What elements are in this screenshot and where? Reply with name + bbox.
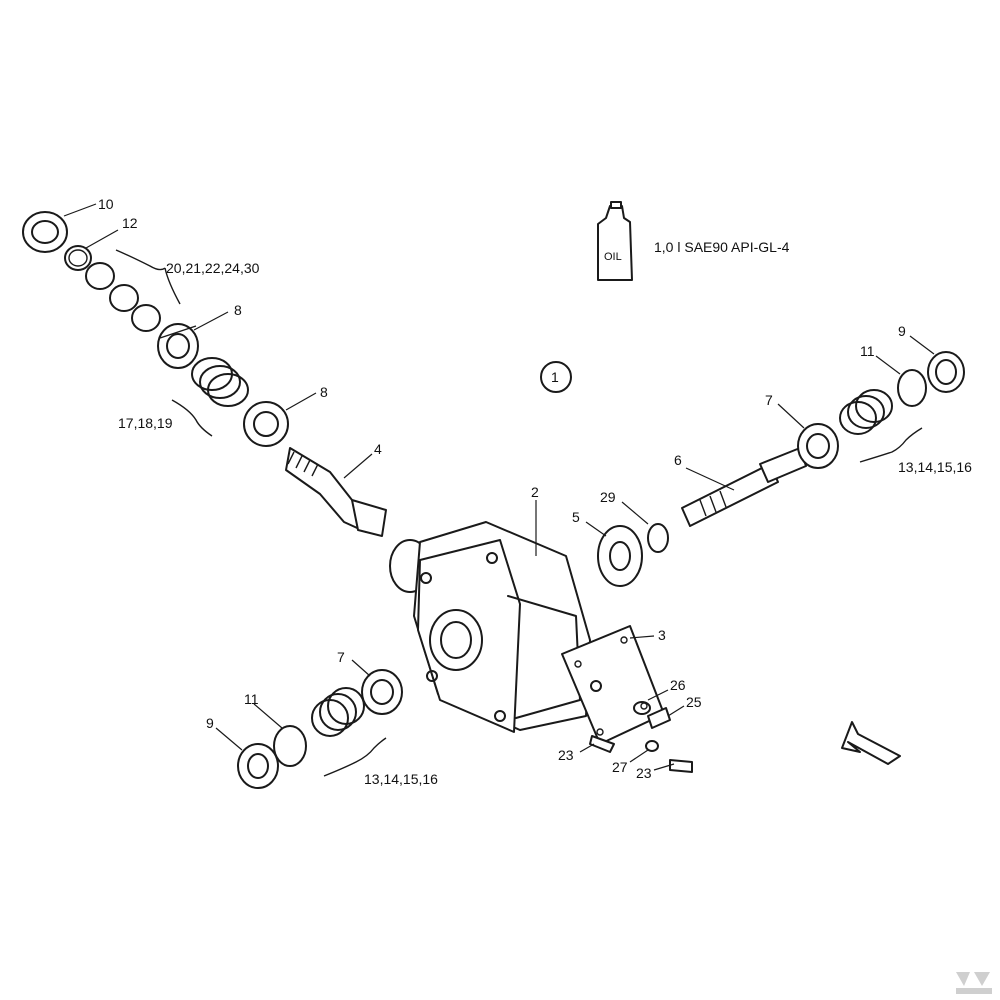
part-20-30-shims	[85, 262, 161, 332]
part-13-16-springs-left	[311, 687, 365, 737]
label-7-right: 7	[765, 392, 773, 408]
label-17-19: 17,18,19	[118, 415, 173, 431]
part-7-bearing-left	[361, 669, 403, 715]
part-8-bearing-lower	[243, 401, 289, 447]
part-8-bearing-upper	[157, 323, 199, 369]
label-9-right: 9	[898, 323, 906, 339]
label-27: 27	[612, 759, 628, 775]
part-11-circlip-right	[897, 369, 927, 407]
label-6: 6	[674, 452, 682, 468]
part-4-pinion-shaft	[285, 447, 387, 537]
part-27-washer	[645, 740, 659, 752]
part-7-bearing-right	[797, 423, 839, 469]
part-23-bolt-b	[669, 759, 693, 773]
part-17-19-springs	[191, 357, 249, 407]
part-2-housing	[389, 521, 591, 733]
part-23-bolt-a	[589, 735, 615, 753]
part-25-bolt	[647, 707, 671, 729]
label-8-lower: 8	[320, 384, 328, 400]
part-9-seal-left	[237, 743, 279, 789]
label-4: 4	[374, 441, 382, 457]
label-23-b: 23	[636, 765, 652, 781]
oil-spec-text: 1,0 l SAE90 API-GL-4	[654, 239, 790, 255]
label-10: 10	[98, 196, 114, 212]
label-9-left: 9	[206, 715, 214, 731]
part-5-bevel-gear	[597, 525, 643, 587]
label-5: 5	[572, 509, 580, 525]
brand-logo-icon	[956, 972, 992, 994]
label-29: 29	[600, 489, 616, 505]
label-8-upper: 8	[234, 302, 242, 318]
part-13-16-springs-right	[839, 389, 893, 435]
part-9-seal-right	[927, 351, 965, 393]
label-11-right: 11	[860, 343, 875, 359]
arrow-up-left-icon	[841, 721, 901, 765]
label-3: 3	[658, 627, 666, 643]
label-12: 12	[122, 215, 138, 231]
label-13-16-left: 13,14,15,16	[364, 771, 438, 787]
label-2: 2	[531, 484, 539, 500]
label-7-left: 7	[337, 649, 345, 665]
part-10-seal	[22, 211, 68, 253]
label-11-left: 11	[244, 691, 259, 707]
label-25: 25	[686, 694, 702, 710]
label-26: 26	[670, 677, 686, 693]
assembly-number-circle	[540, 361, 572, 393]
part-29-circlip	[647, 523, 669, 553]
part-12-circlip	[64, 245, 92, 271]
part-11-circlip-left	[273, 725, 307, 767]
label-23-a: 23	[558, 747, 574, 763]
oil-bottle-label: OIL	[604, 251, 622, 263]
part-26-washer	[633, 701, 651, 715]
label-13-16-right: 13,14,15,16	[898, 459, 972, 475]
label-1: 1	[551, 369, 559, 385]
oil-bottle-icon: OIL	[597, 201, 633, 281]
part-6-shaft	[681, 447, 807, 527]
label-20-30: 20,21,22,24,30	[166, 260, 260, 276]
